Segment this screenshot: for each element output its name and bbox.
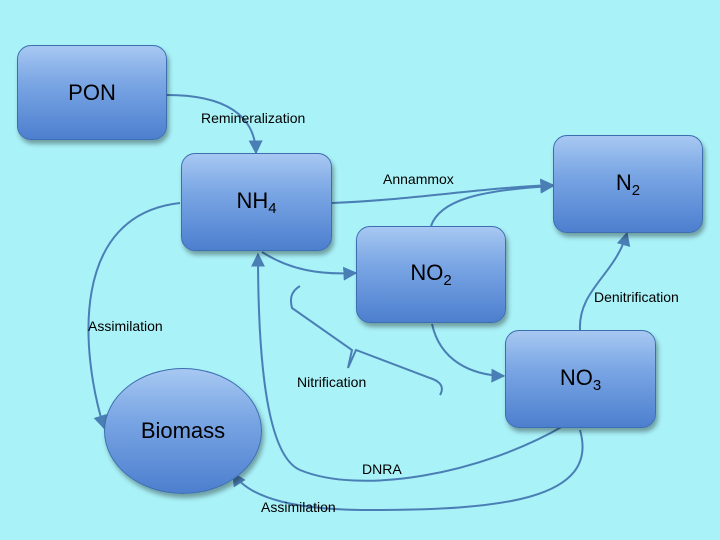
arrow-no2-to-no3 [431,323,506,383]
label-assimilation-nh4: Assimilation [88,318,163,334]
nitrification-brace [290,285,443,396]
label-remineralization: Remineralization [201,110,306,126]
node-nh4: NH4 [181,153,332,251]
arrow-annammox [331,178,555,204]
arrow-no2-to-n2 [430,179,555,227]
node-pon-label: PON [68,79,116,105]
node-biomass: Biomass [104,368,262,494]
arrow-dnra [251,252,566,482]
node-pon: PON [17,45,167,140]
label-assimilation-no3: Assimilation [261,499,336,515]
node-no2-label: NO2 [410,260,452,289]
arrow-assimilation-nh4 [87,202,181,430]
arrow-denitrification [578,231,631,331]
node-no3: NO3 [505,330,656,428]
node-n2: N2 [553,135,703,233]
label-dnra: DNRA [362,461,402,477]
node-n2-label: N2 [615,169,641,199]
arrow-assimilation-no3 [232,429,584,512]
label-denitrification: Denitrification [594,289,679,305]
node-nh4-label: NH4 [236,187,277,217]
arrow-remineralization [166,94,263,155]
label-nitrification: Nitrification [297,374,367,390]
node-biomass-label: Biomass [140,418,226,443]
node-no2: NO2 [356,226,506,323]
node-no3-label: NO3 [559,364,602,394]
label-annammox: Annammox [383,171,454,187]
arrow-nh4-to-no2 [261,251,358,281]
